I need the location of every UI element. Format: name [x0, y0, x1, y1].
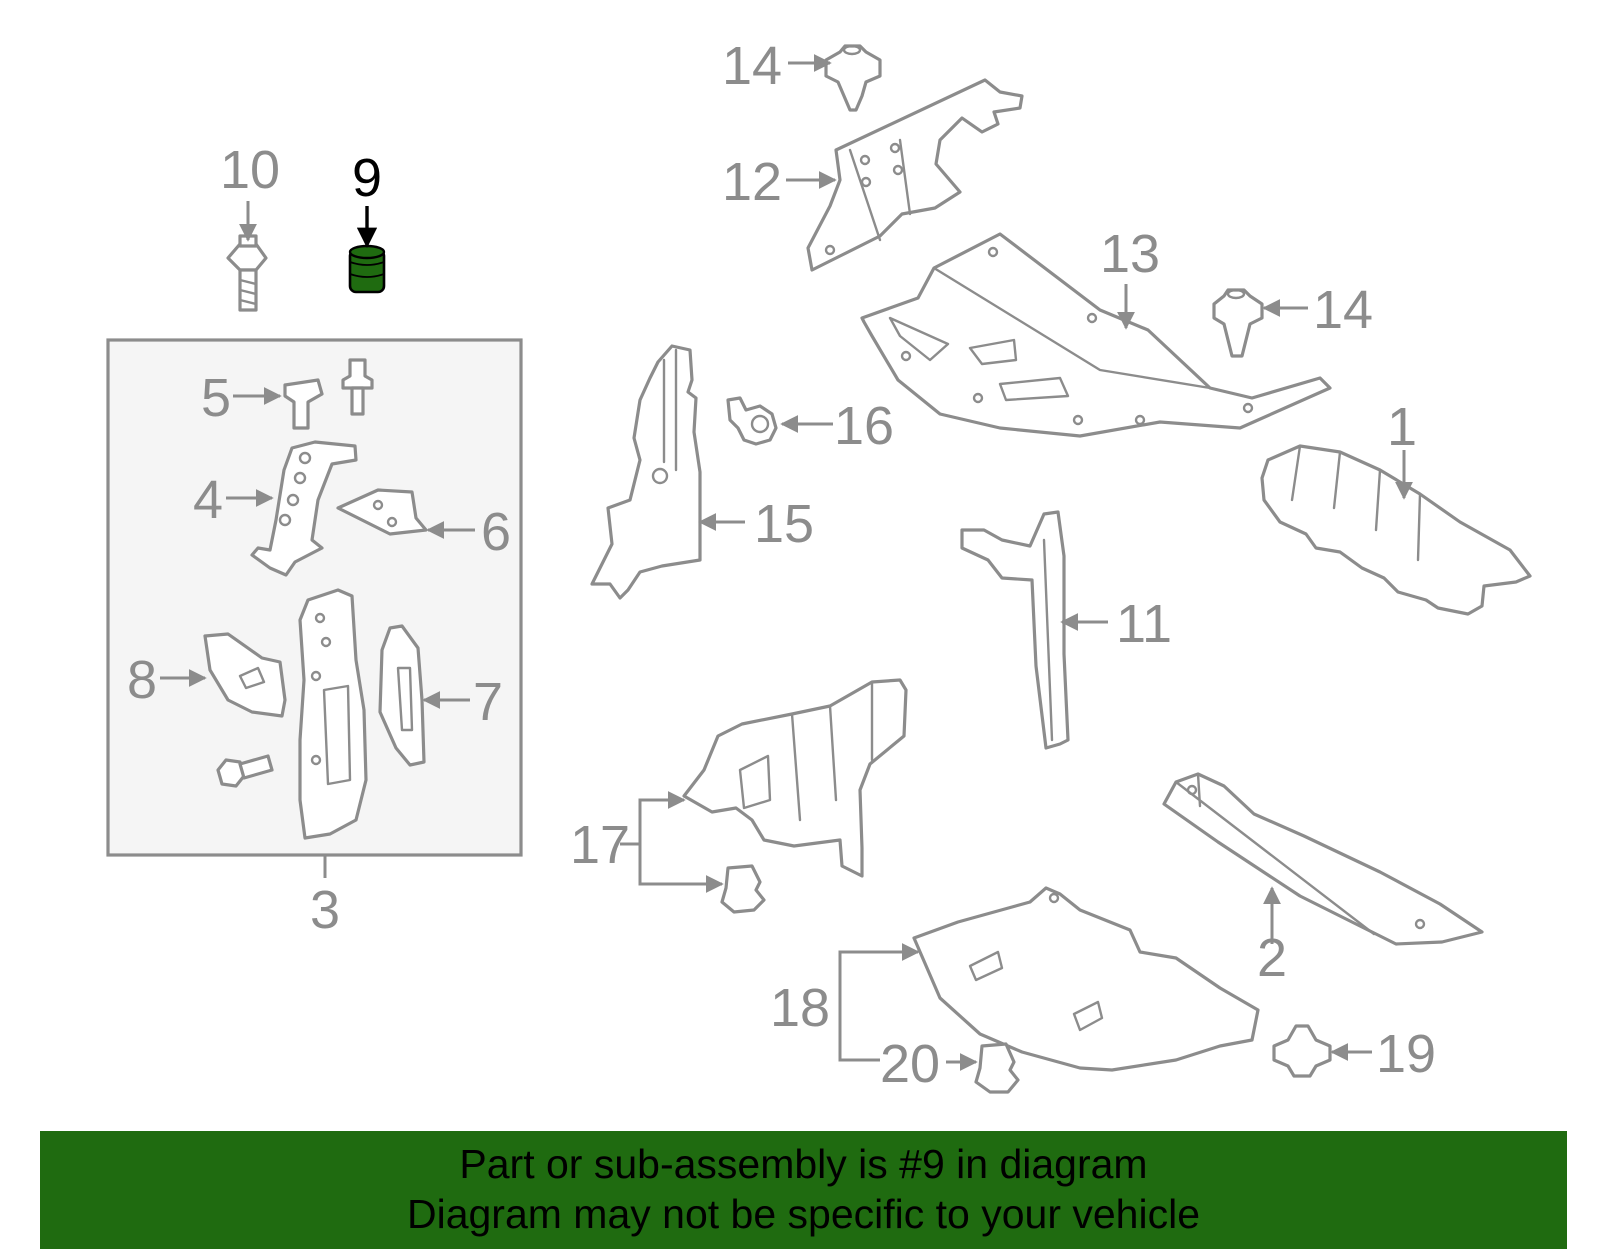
part-2-drawing — [1162, 772, 1484, 946]
part-9-highlighted-drawing — [348, 244, 386, 294]
part-10-bolt-drawing — [226, 234, 268, 312]
callout-16: 16 — [834, 396, 894, 456]
callout-10: 10 — [220, 140, 280, 200]
small-bolt-drawing — [341, 358, 374, 416]
part-13-cover-drawing — [860, 232, 1332, 438]
callout-18: 18 — [770, 978, 830, 1038]
part-3-pillar-drawing — [298, 588, 368, 840]
part-14-clip-top-drawing — [824, 44, 882, 112]
callout-7: 7 — [473, 672, 503, 732]
part-8-drawing — [203, 632, 287, 718]
callout-4: 4 — [193, 470, 223, 530]
part-7-drawing — [378, 624, 426, 767]
leader-18b — [838, 1006, 880, 1062]
callout-15: 15 — [754, 494, 814, 554]
leader-17b — [638, 844, 724, 893]
callout-20: 20 — [880, 1034, 940, 1094]
callout-14-top: 14 — [722, 36, 782, 96]
leader-17a — [638, 791, 686, 844]
part-4-bracket-drawing — [250, 440, 358, 577]
banner-line-1: Part or sub-assembly is #9 in diagram — [459, 1141, 1148, 1187]
callout-11: 11 — [1116, 594, 1172, 654]
part-18-undercover-drawing — [912, 886, 1260, 1072]
callout-12: 12 — [722, 152, 782, 212]
part-6-plate-drawing — [336, 488, 428, 536]
part-17-clip-drawing — [720, 864, 766, 914]
part-5-clip-drawing — [283, 378, 324, 430]
part-14-clip-right-drawing — [1212, 288, 1264, 358]
callout-14-right: 14 — [1313, 280, 1373, 340]
banner-line-2: Diagram may not be specific to your vehi… — [406, 1191, 1200, 1237]
part-1-drawing — [1260, 444, 1532, 616]
callout-8: 8 — [127, 650, 157, 710]
loose-bolt-drawing — [216, 754, 274, 788]
part-16-fastener-drawing — [726, 396, 778, 446]
callout-3: 3 — [310, 880, 340, 940]
callout-17: 17 — [570, 815, 630, 875]
part-12-bracket-drawing — [806, 78, 1024, 272]
part-11-drawing — [960, 510, 1070, 750]
callout-9-highlighted: 9 — [352, 148, 382, 208]
part-20-clip-drawing — [974, 1042, 1020, 1094]
part-19-clip-drawing — [1272, 1024, 1332, 1078]
leader-18a — [838, 943, 920, 1006]
callout-13: 13 — [1100, 224, 1160, 284]
callout-6: 6 — [481, 502, 511, 562]
part-15-drawing — [590, 344, 702, 600]
callout-2: 2 — [1257, 928, 1287, 988]
info-banner: Part or sub-assembly is #9 in diagram Di… — [40, 1131, 1567, 1249]
callout-19: 19 — [1376, 1024, 1436, 1084]
exploded-parts-diagram: 1 2 3 4 5 6 7 8 9 10 11 12 13 14 14 15 1… — [106, 36, 1532, 1094]
part-17-drawing — [682, 678, 908, 878]
callout-5: 5 — [201, 368, 231, 428]
callout-1: 1 — [1387, 397, 1417, 457]
